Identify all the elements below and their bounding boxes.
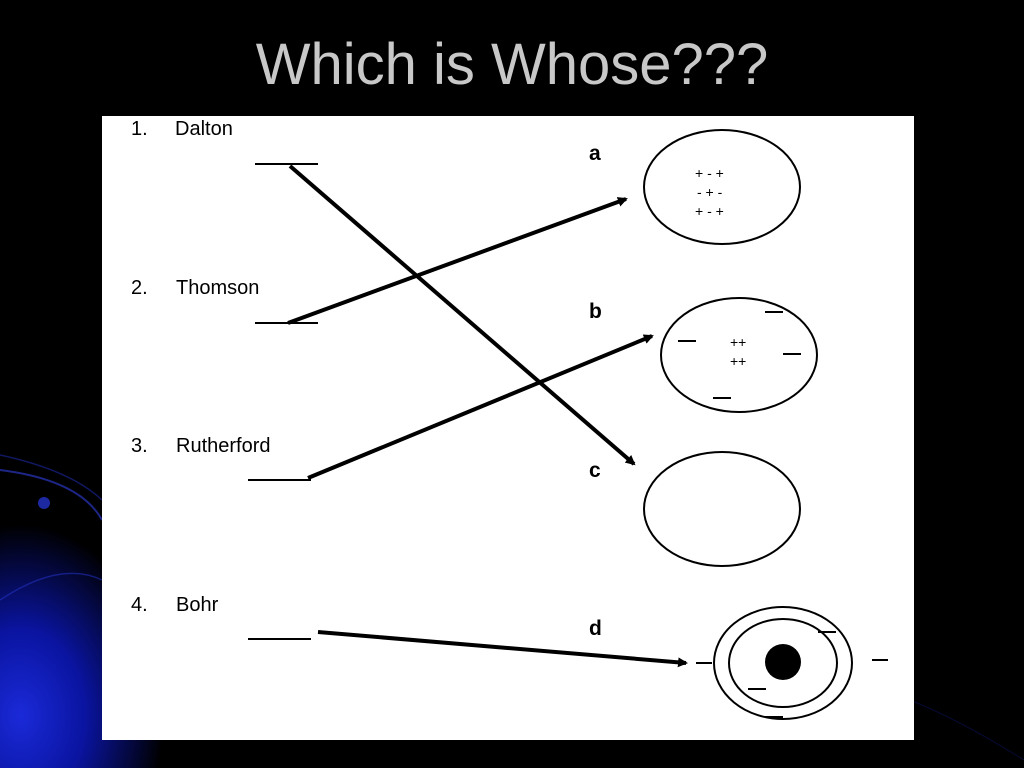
outer-orbit [713, 606, 853, 720]
option-d-planetary-model: d [589, 606, 888, 720]
option-letter: d [589, 617, 602, 640]
charge-row: + - + [695, 165, 724, 181]
charge-row: + - + [695, 203, 724, 219]
inner-orbit [728, 618, 838, 708]
scientist-name: Bohr [176, 594, 219, 616]
scientist-item-thomson: 2. Thomson [131, 277, 318, 324]
charge-row: - + - [697, 184, 723, 200]
scientist-item-bohr: 4. Bohr [131, 594, 311, 640]
arrow-rutherford-to-b [307, 334, 654, 480]
scientist-name: Thomson [176, 277, 259, 299]
scientist-name: Dalton [175, 118, 233, 140]
matching-diagram-panel: 1. Dalton 2. Thomson 3. Rutherford 4. Bo… [102, 116, 914, 740]
scientist-item-rutherford: 3. Rutherford [131, 435, 311, 481]
decor-dot [38, 497, 50, 509]
option-letter: c [589, 459, 601, 482]
slide-title: Which is Whose??? [255, 32, 769, 97]
scientist-number: 3. [131, 435, 148, 457]
option-letter: b [589, 300, 602, 323]
nucleus-charge: ++ [730, 353, 746, 369]
option-c-solid-sphere-model: c [589, 451, 801, 567]
matching-diagram: 1. Dalton 2. Thomson 3. Rutherford 4. Bo… [131, 118, 888, 720]
arrow-bohr-to-d [317, 630, 688, 668]
atom-outline [643, 451, 801, 567]
option-b-nuclear-model: b ++ ++ [589, 297, 818, 413]
option-letter: a [589, 142, 601, 165]
atom-outline [643, 129, 801, 245]
nucleus-dot [765, 644, 801, 680]
scientist-number: 2. [131, 277, 148, 299]
atom-outline [660, 297, 818, 413]
arrow-thomson-to-a [287, 197, 628, 325]
scientist-name: Rutherford [176, 435, 271, 457]
scientist-number: 4. [131, 594, 148, 616]
option-a-plum-pudding-model: a + - + - + - + - + [589, 129, 801, 245]
arrow-dalton-to-c [288, 164, 636, 466]
scientist-item-dalton: 1. Dalton [131, 118, 318, 165]
nucleus-charge: ++ [730, 334, 746, 350]
scientist-number: 1. [131, 118, 148, 140]
